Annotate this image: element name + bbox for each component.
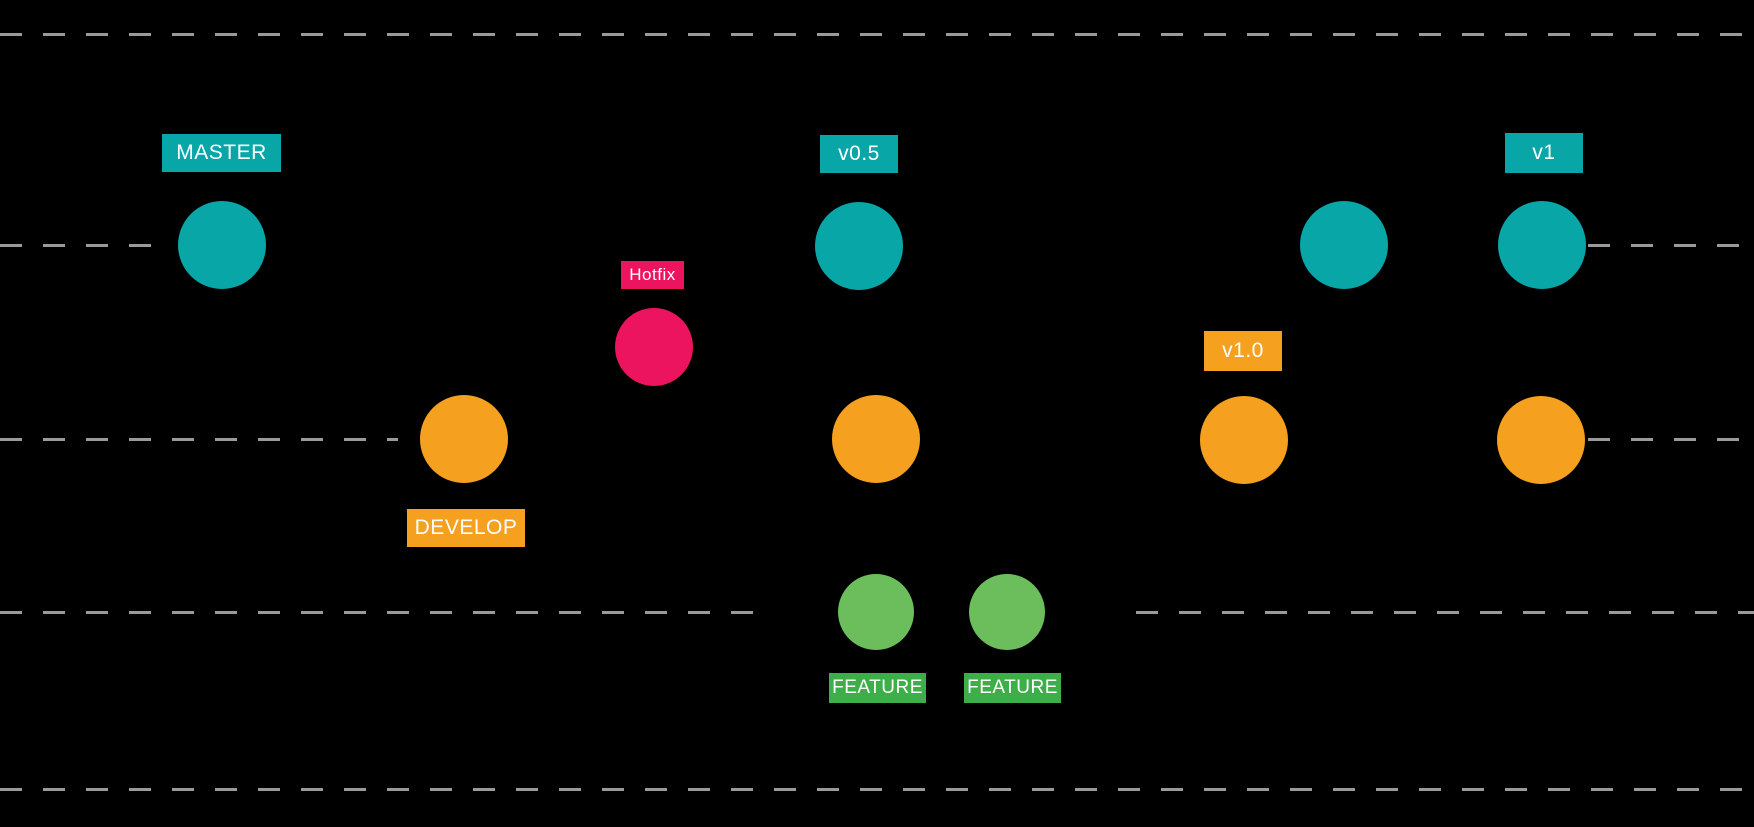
lane-feature-right bbox=[1136, 611, 1754, 614]
develop-commit-node-1 bbox=[420, 395, 508, 483]
master-branch-tag: MASTER bbox=[162, 134, 281, 172]
feature-branch-tag-1: FEATURE bbox=[829, 673, 926, 703]
master-commit-node-v1 bbox=[1498, 201, 1586, 289]
develop-commit-node-2 bbox=[832, 395, 920, 483]
lane-feature-left bbox=[0, 611, 766, 614]
v1-release-tag: v1 bbox=[1505, 133, 1583, 173]
master-commit-node-1 bbox=[178, 201, 266, 289]
hotfix-commit-node bbox=[615, 308, 693, 386]
feature-branch-tag-2: FEATURE bbox=[964, 673, 1061, 703]
master-commit-node-3 bbox=[1300, 201, 1388, 289]
master-commit-node-v05 bbox=[815, 202, 903, 290]
feature-commit-node-2 bbox=[969, 574, 1045, 650]
lane-bottom-line bbox=[0, 788, 1754, 791]
lane-top-line bbox=[0, 33, 1754, 36]
lane-master-left bbox=[0, 244, 172, 247]
feature-commit-node-1 bbox=[838, 574, 914, 650]
v05-release-tag: v0.5 bbox=[820, 135, 898, 173]
lane-develop-right bbox=[1588, 438, 1754, 441]
lane-master-right bbox=[1588, 244, 1754, 247]
develop-commit-node-v10 bbox=[1200, 396, 1288, 484]
lane-develop-left bbox=[0, 438, 398, 441]
hotfix-tag: Hotfix bbox=[621, 261, 684, 289]
develop-branch-tag: DEVELOP bbox=[407, 509, 525, 547]
develop-commit-node-4 bbox=[1497, 396, 1585, 484]
v10-release-tag: v1.0 bbox=[1204, 331, 1282, 371]
